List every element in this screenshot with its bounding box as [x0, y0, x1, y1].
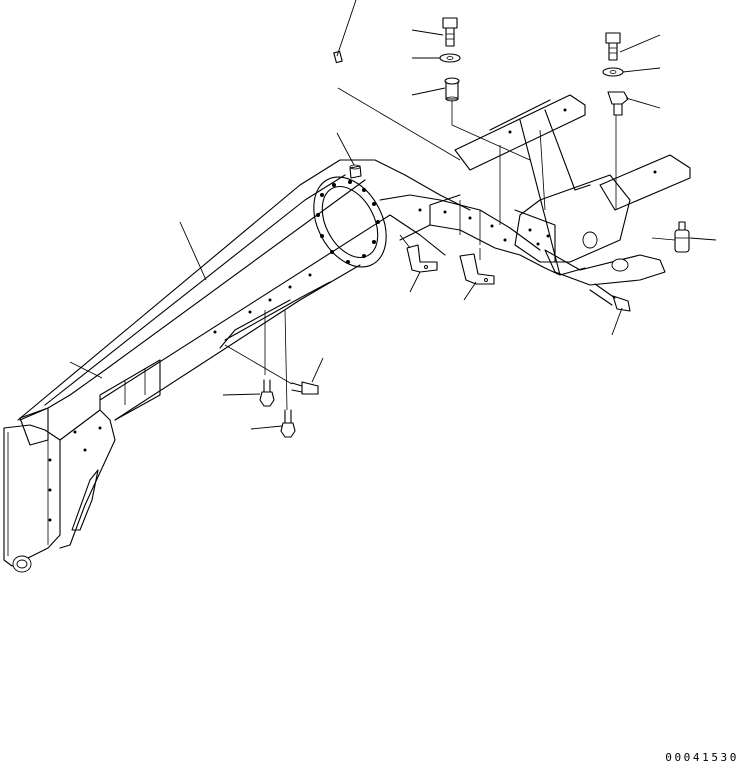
assembly-lines — [225, 88, 675, 410]
bolt-under-frame-1[interactable] — [260, 380, 274, 406]
front-axle-bracket[interactable] — [455, 95, 690, 285]
roll-pin[interactable] — [334, 51, 342, 62]
bolt-upper-right[interactable] — [606, 33, 620, 60]
bracket-left[interactable] — [407, 245, 437, 272]
part-number: 00041530 — [665, 751, 739, 764]
pin-upper-left[interactable] — [445, 78, 459, 101]
bolt-under-frame-2[interactable] — [281, 410, 295, 437]
plug[interactable] — [350, 165, 361, 178]
washer-upper-left[interactable] — [440, 54, 460, 62]
bolt-under-frame-3[interactable] — [292, 382, 318, 394]
bracket-right[interactable] — [460, 254, 494, 284]
leader-lines — [70, 0, 716, 429]
pin-upper-right[interactable] — [608, 92, 628, 115]
bolt-lower-right[interactable] — [590, 284, 630, 311]
bolt-upper-left[interactable] — [443, 18, 457, 46]
main-frame[interactable] — [4, 160, 560, 572]
grease-fitting[interactable] — [675, 222, 689, 252]
washer-upper-right[interactable] — [603, 68, 623, 76]
